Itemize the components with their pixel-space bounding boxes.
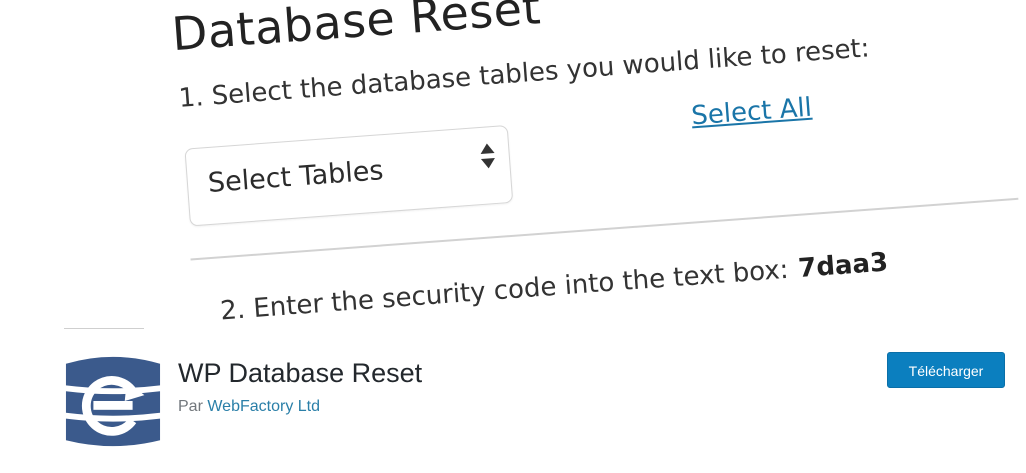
security-code: 7daa3 xyxy=(797,247,890,284)
step2-label: 2. Enter the security code into the text… xyxy=(219,247,889,326)
database-reset-icon xyxy=(65,356,161,447)
select-all-link[interactable]: Select All xyxy=(690,92,813,132)
author-prefix: Par xyxy=(178,398,203,415)
plugin-name: WP Database Reset xyxy=(178,358,423,388)
banner-screenshot: Database Reset 1. Select the database ta… xyxy=(160,0,1026,330)
step2-text: 2. Enter the security code into the text… xyxy=(219,254,790,327)
updown-arrows-icon xyxy=(480,143,495,169)
banner-title: Database Reset xyxy=(170,0,543,62)
plugin-author: Par WebFactory Ltd xyxy=(178,398,320,416)
divider xyxy=(64,328,144,329)
select-tables-dropdown[interactable]: Select Tables xyxy=(184,124,514,227)
plugin-banner: Database Reset 1. Select the database ta… xyxy=(64,0,1026,330)
author-link[interactable]: WebFactory Ltd xyxy=(207,398,320,415)
select-tables-value: Select Tables xyxy=(206,155,385,199)
plugin-card: WP Database Reset Par WebFactory Ltd Tél… xyxy=(0,330,1026,473)
download-button[interactable]: Télécharger xyxy=(887,352,1005,388)
